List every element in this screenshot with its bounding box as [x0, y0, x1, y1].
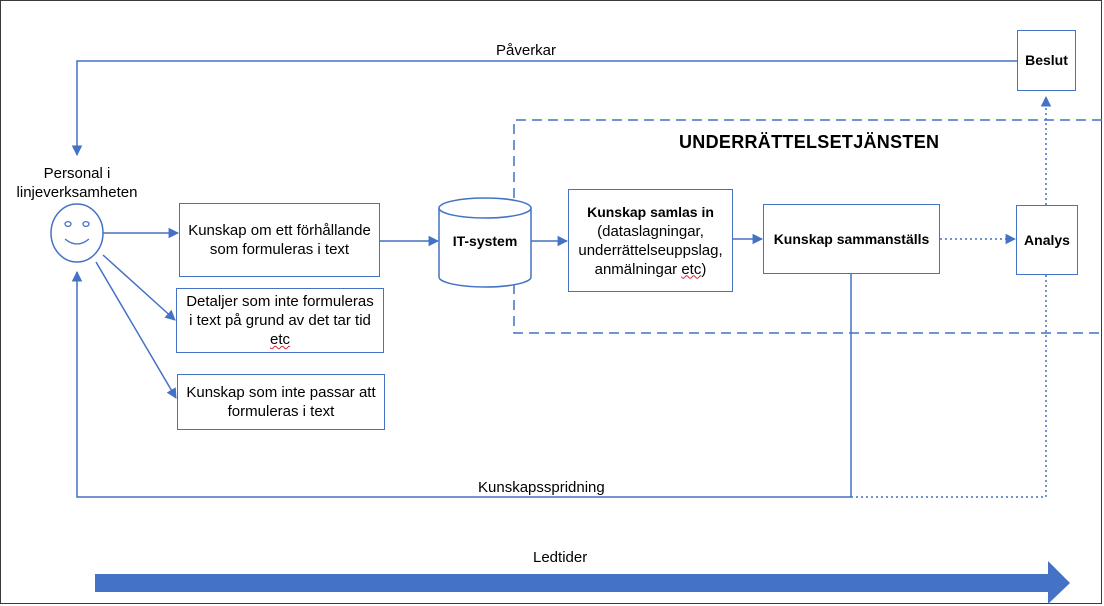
- personal-label-line2: linjeverksamheten: [16, 184, 138, 201]
- kunskapsspridning-line-solid: [71, 270, 852, 498]
- analys-box: Analys: [1016, 205, 1078, 275]
- samlas-body-etc: etc: [681, 260, 702, 278]
- ledtider-label: Ledtider: [533, 549, 588, 566]
- personal-label: Personal i linjeverksamheten: [6, 164, 148, 202]
- kunskap-om-box: Kunskap om ett förhållande som formulera…: [179, 203, 380, 277]
- arrow-person-to-passar: [95, 261, 177, 399]
- samlas-body: (dataslagningar, underrättelseuppslag, a…: [575, 222, 726, 279]
- paverkar-arrow: [71, 60, 1017, 157]
- detaljer-text: Detaljer som inte formuleras i text på g…: [186, 293, 374, 329]
- detaljer-etc: etc: [269, 331, 290, 348]
- beslut-label: Beslut: [1025, 52, 1068, 68]
- samlas-box: Kunskap samlas in (dataslagningar, under…: [568, 189, 733, 292]
- ledtider-arrow: [95, 561, 1070, 604]
- passar-label: Kunskap som inte passar att formuleras i…: [186, 384, 376, 420]
- sammanstalls-box: Kunskap sammanställs: [763, 204, 940, 274]
- sammanstalls-label: Kunskap sammanställs: [773, 230, 930, 247]
- analys-label: Analys: [1024, 231, 1070, 248]
- smiley-face-icon: [50, 203, 104, 263]
- paverkar-label: Påverkar: [496, 42, 557, 59]
- beslut-box: Beslut: [1017, 30, 1076, 91]
- detaljer-label: Detaljer som inte formuleras i text på g…: [183, 292, 377, 349]
- it-system-label: IT-system: [452, 233, 518, 249]
- samlas-body-close: ): [701, 260, 707, 278]
- personal-label-line1: Personal i: [43, 165, 111, 182]
- passar-box: Kunskap som inte passar att formuleras i…: [177, 374, 385, 430]
- kunskapsspridning-line-dotted: [851, 275, 1047, 498]
- kunskapsspridning-label: Kunskapsspridning: [478, 479, 605, 496]
- samlas-body-text: (dataslagningar, underrättelseuppslag, a…: [578, 222, 723, 278]
- database-cylinder-icon: [438, 197, 532, 288]
- kunskap-om-label: Kunskap om ett förhållande som formulera…: [188, 222, 371, 258]
- arrow-person-to-detaljer: [102, 254, 176, 321]
- samlas-title: Kunskap samlas in: [587, 203, 714, 220]
- underrattelse-title: UNDERRÄTTELSETJÄNSTEN: [679, 132, 940, 152]
- detaljer-box: Detaljer som inte formuleras i text på g…: [176, 288, 384, 353]
